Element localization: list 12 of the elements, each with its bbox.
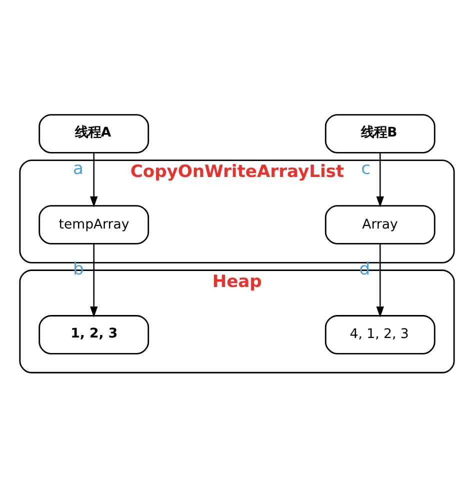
node-box: 线程A [38, 114, 150, 154]
node-box: 线程B [324, 114, 436, 154]
node-box: tempArray [38, 205, 150, 244]
arrow [90, 152, 98, 208]
node-box: 4, 1, 2, 3 [324, 315, 436, 354]
arrow [376, 152, 384, 208]
edge-label: c [361, 158, 371, 179]
arrow [376, 244, 384, 318]
node-box: 1, 2, 3 [38, 315, 150, 354]
arrow [90, 244, 98, 318]
edge-label: a [73, 158, 84, 179]
node-box: Array [324, 205, 436, 244]
